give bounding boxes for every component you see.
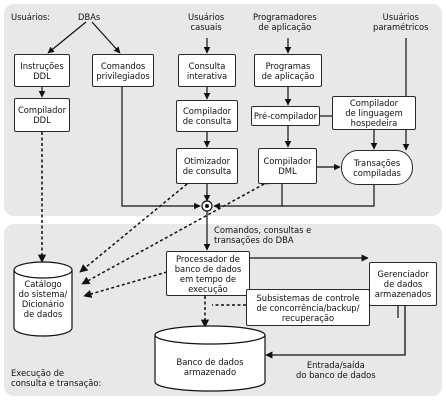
banco-dados-label: Banco de dados armazenado bbox=[176, 357, 244, 377]
label-comandos-consultas: Comandos, consultas e transações do DBA bbox=[214, 225, 312, 245]
label-entrada-saida: Entrada/saída do banco de dados bbox=[296, 360, 376, 380]
box-pre-compilador: Pré-compilador bbox=[251, 106, 320, 126]
label-dbas: DBAs bbox=[78, 12, 101, 22]
catalogo-label: Catálogo do sistema/ Dicionário de dados bbox=[18, 279, 68, 319]
catalogo-cylinder bbox=[13, 261, 73, 337]
banco-dados-cylinder bbox=[154, 325, 266, 392]
label-usuarios-parametricos: Usuários paramétricos bbox=[373, 12, 429, 32]
label-usuarios: Usuários: bbox=[11, 12, 51, 22]
label-programadores: Programadores de aplicação bbox=[253, 12, 317, 32]
label-usuarios-casuais: Usuários casuais bbox=[188, 12, 225, 32]
label-execucao: Execução de consulta e transação: bbox=[11, 368, 102, 388]
